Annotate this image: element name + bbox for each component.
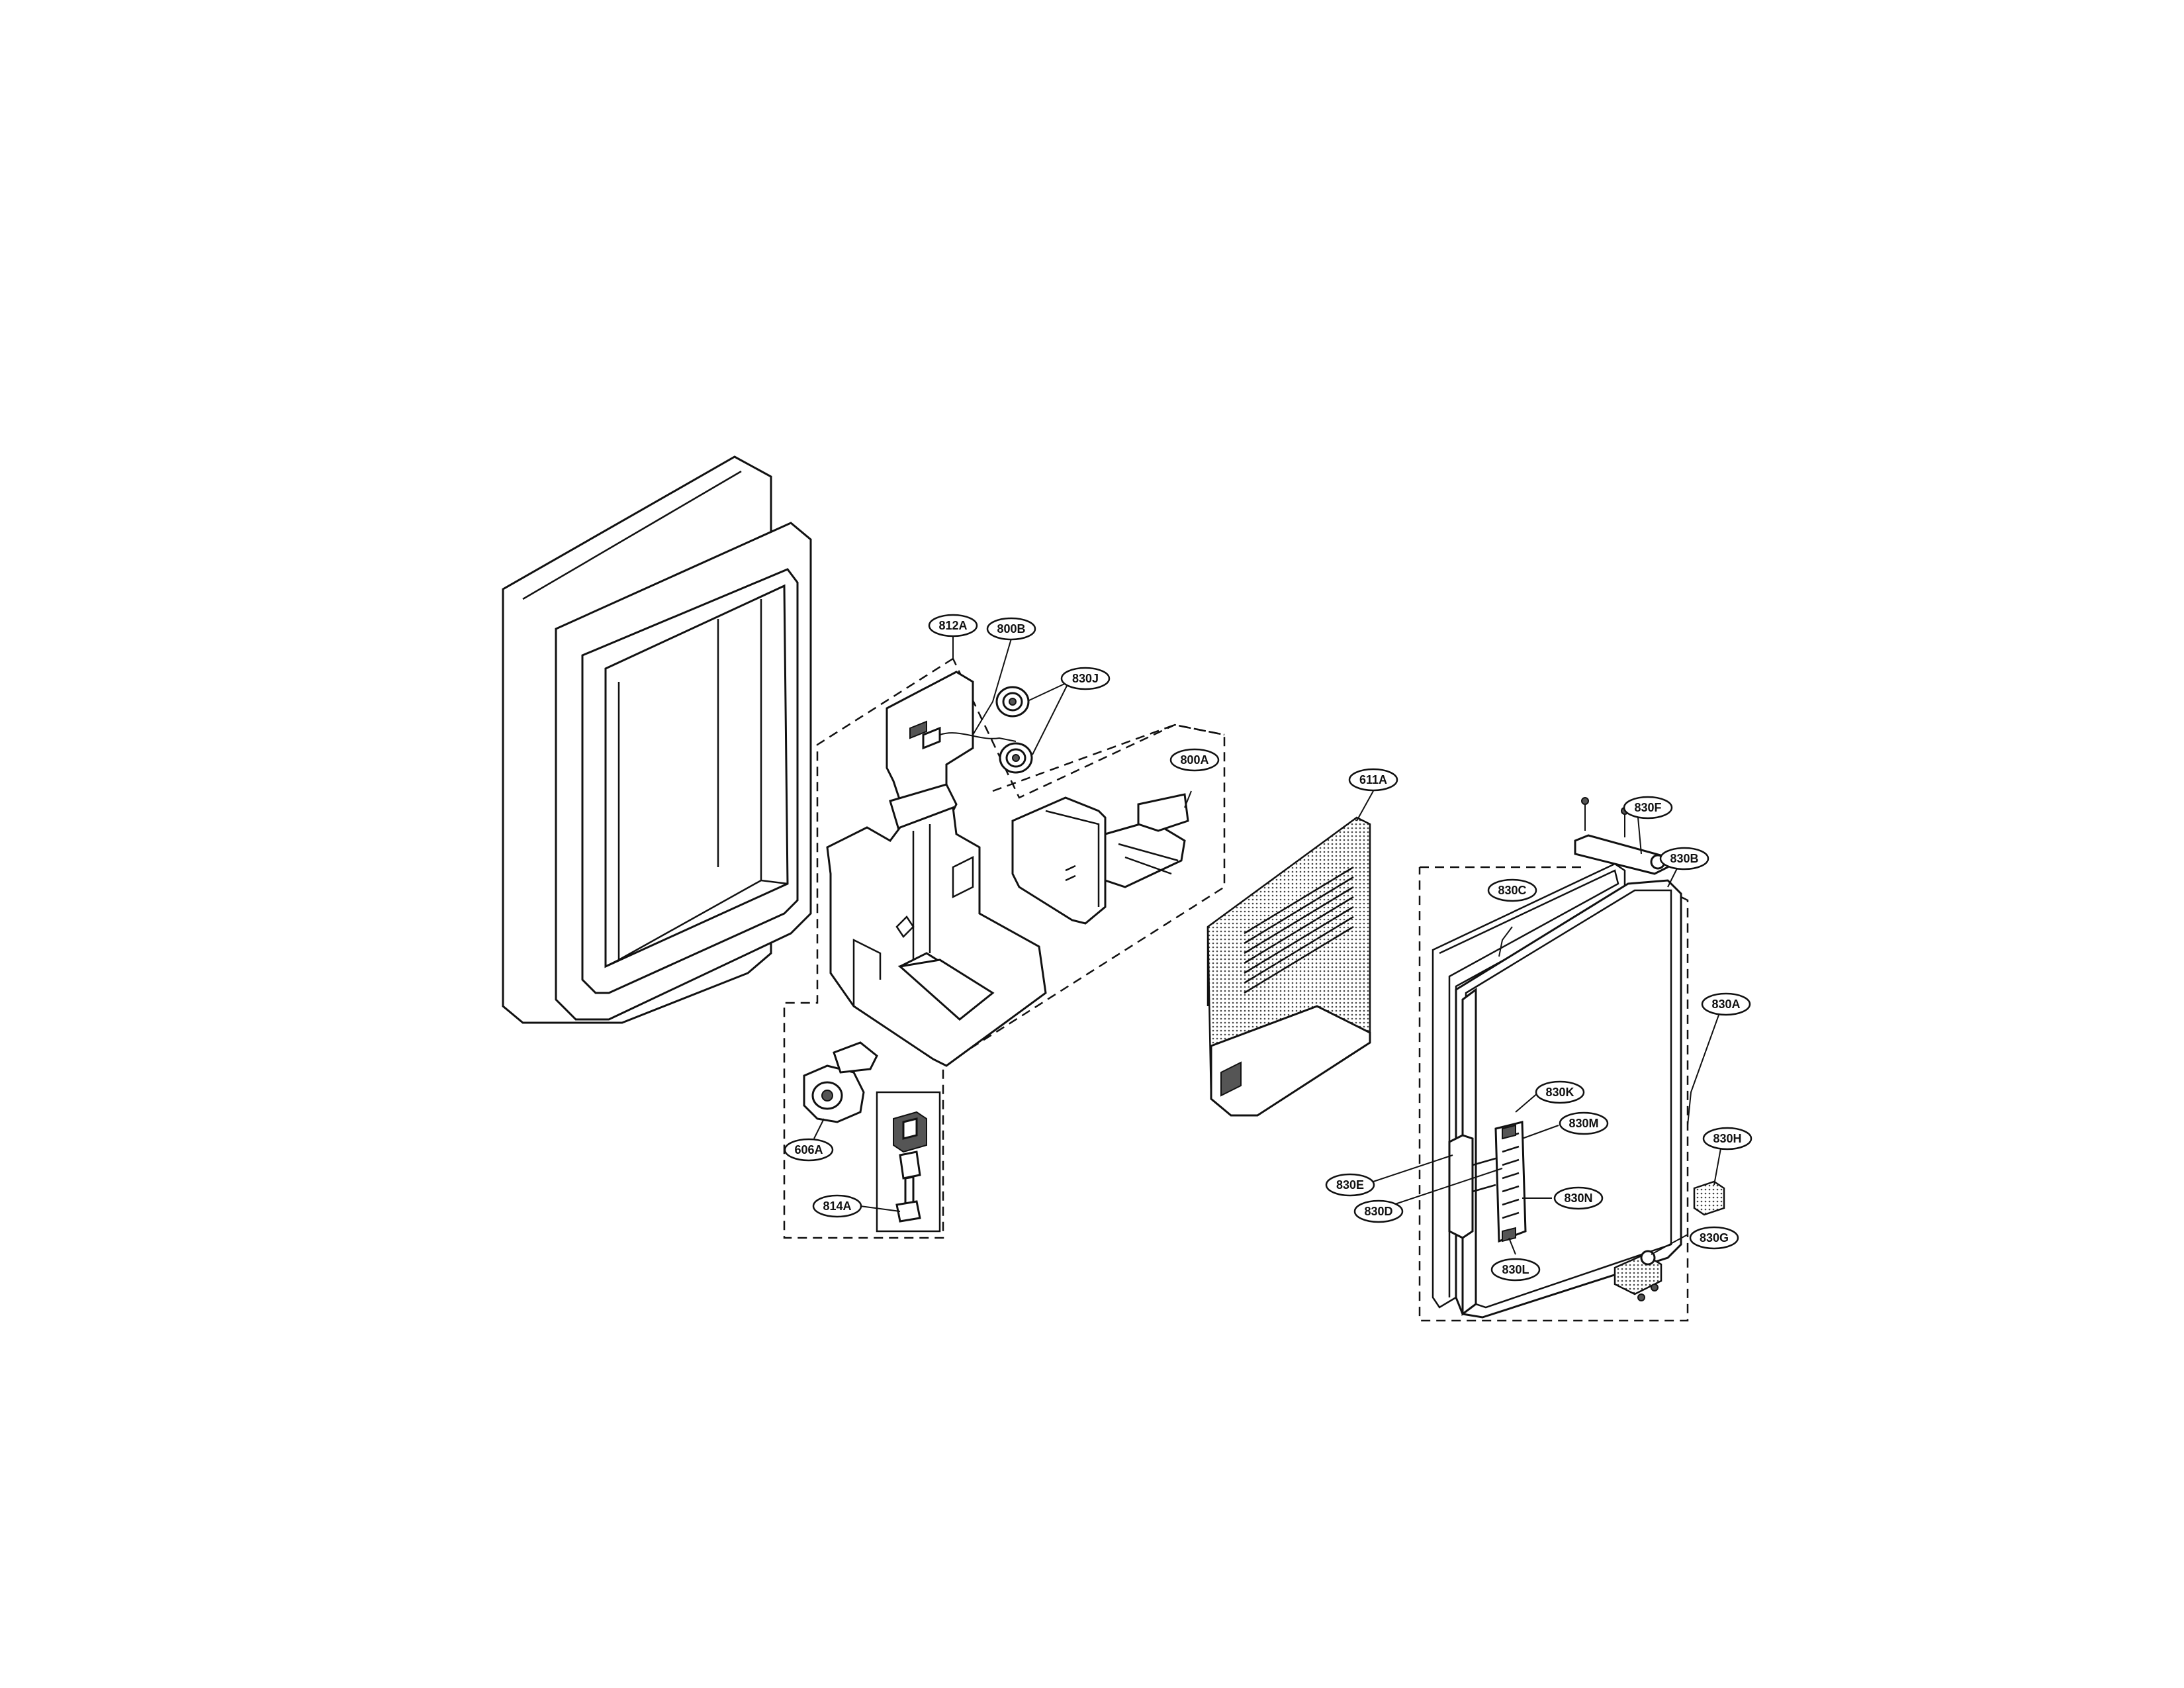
svg-text:606A: 606A: [794, 1143, 823, 1156]
freezer-door-panel: [502, 455, 812, 1024]
knob-upper: [995, 686, 1030, 718]
duct-cover: [1206, 816, 1371, 1117]
callout-830N: 830N: [1553, 1186, 1604, 1210]
svg-text:814A: 814A: [823, 1199, 851, 1213]
lower-hinge: [1614, 1250, 1662, 1301]
svg-text:830K: 830K: [1545, 1086, 1574, 1099]
water-valve: [893, 1111, 927, 1223]
callout-830M: 830M: [1559, 1111, 1609, 1135]
leader-lines: [813, 635, 1721, 1255]
callout-830F: 830F: [1623, 796, 1673, 820]
svg-text:830B: 830B: [1670, 852, 1698, 865]
callout-830E: 830E: [1325, 1173, 1375, 1197]
svg-text:830G: 830G: [1700, 1231, 1729, 1244]
svg-text:830D: 830D: [1364, 1205, 1392, 1218]
svg-text:830L: 830L: [1502, 1263, 1529, 1276]
auger-motor: [803, 1041, 878, 1123]
svg-text:812A: 812A: [938, 619, 967, 632]
callout-830K: 830K: [1535, 1080, 1585, 1104]
top-hinge: [1574, 797, 1669, 875]
callout-830G: 830G: [1689, 1226, 1739, 1250]
water-valve-box: [876, 1091, 941, 1233]
icemaker: [1011, 793, 1189, 925]
dispenser-assembly-boundary: [783, 657, 1226, 1239]
callout-611A: 611A: [1348, 768, 1398, 792]
door-handle: [1448, 1121, 1527, 1243]
svg-text:800A: 800A: [1180, 753, 1208, 767]
dispenser-housing: [826, 671, 1047, 1067]
icemaker-boundary: [992, 724, 1225, 792]
callout-830A: 830A: [1701, 992, 1751, 1016]
svg-text:830H: 830H: [1713, 1132, 1741, 1145]
callout-814A: 814A: [812, 1194, 862, 1218]
control-pcb: [909, 720, 1017, 750]
callout-830D: 830D: [1353, 1199, 1404, 1223]
svg-text:830F: 830F: [1634, 801, 1661, 814]
knob-lower: [999, 742, 1033, 774]
svg-text:830M: 830M: [1569, 1117, 1598, 1130]
svg-text:800B: 800B: [997, 622, 1025, 635]
svg-text:830C: 830C: [1498, 884, 1526, 897]
callout-830B: 830B: [1659, 847, 1709, 870]
callout-830L: 830L: [1490, 1258, 1541, 1282]
latch-block: [1693, 1180, 1725, 1216]
callout-606A: 606A: [784, 1138, 834, 1162]
door-assembly-boundary: [1418, 866, 1689, 1322]
svg-text:830E: 830E: [1336, 1178, 1364, 1192]
callout-830J: 830J: [1060, 667, 1111, 690]
callout-830H: 830H: [1702, 1127, 1752, 1150]
svg-text:830N: 830N: [1564, 1192, 1592, 1205]
door-gasket: [1432, 863, 1626, 1309]
svg-text:830A: 830A: [1711, 998, 1740, 1011]
callout-800A: 800A: [1169, 748, 1220, 772]
callout-812A: 812A: [928, 614, 978, 637]
svg-text:611A: 611A: [1359, 773, 1387, 786]
svg-text:830J: 830J: [1072, 672, 1099, 685]
callout-830C: 830C: [1487, 878, 1537, 902]
callout-800B: 800B: [986, 617, 1036, 641]
